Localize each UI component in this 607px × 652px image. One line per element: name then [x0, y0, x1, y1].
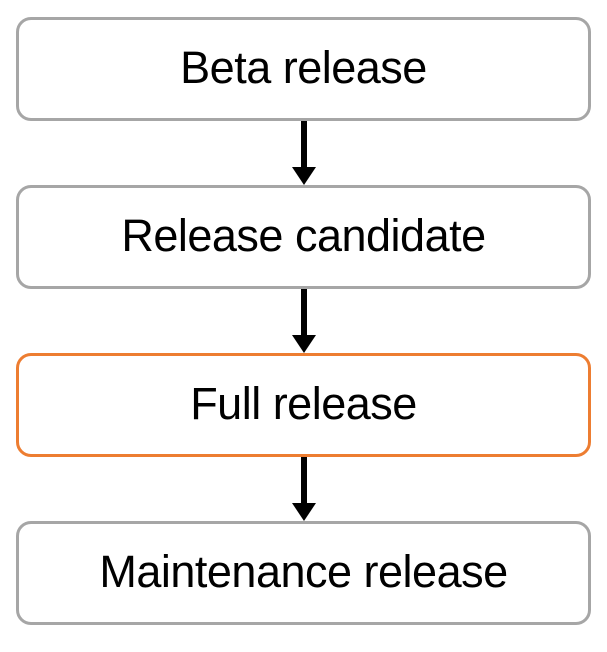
node-label: Beta release [180, 41, 427, 93]
flow-node-beta-release: Beta release [16, 17, 591, 121]
down-arrow-icon [291, 121, 316, 185]
down-arrow-icon [291, 457, 316, 521]
node-label: Maintenance release [99, 545, 508, 597]
node-label: Release candidate [121, 209, 486, 261]
arrow-head [291, 335, 316, 353]
arrow-stem [300, 457, 307, 503]
down-arrow-icon [291, 289, 316, 353]
arrow-head [291, 503, 316, 521]
arrow-head [291, 167, 316, 185]
flow-node-release-candidate: Release candidate [16, 185, 591, 289]
node-label: Full release [190, 377, 417, 429]
arrow-stem [300, 289, 307, 335]
arrow-stem [300, 121, 307, 167]
flow-node-maintenance-release: Maintenance release [16, 521, 591, 625]
flow-node-full-release: Full release [16, 353, 591, 457]
